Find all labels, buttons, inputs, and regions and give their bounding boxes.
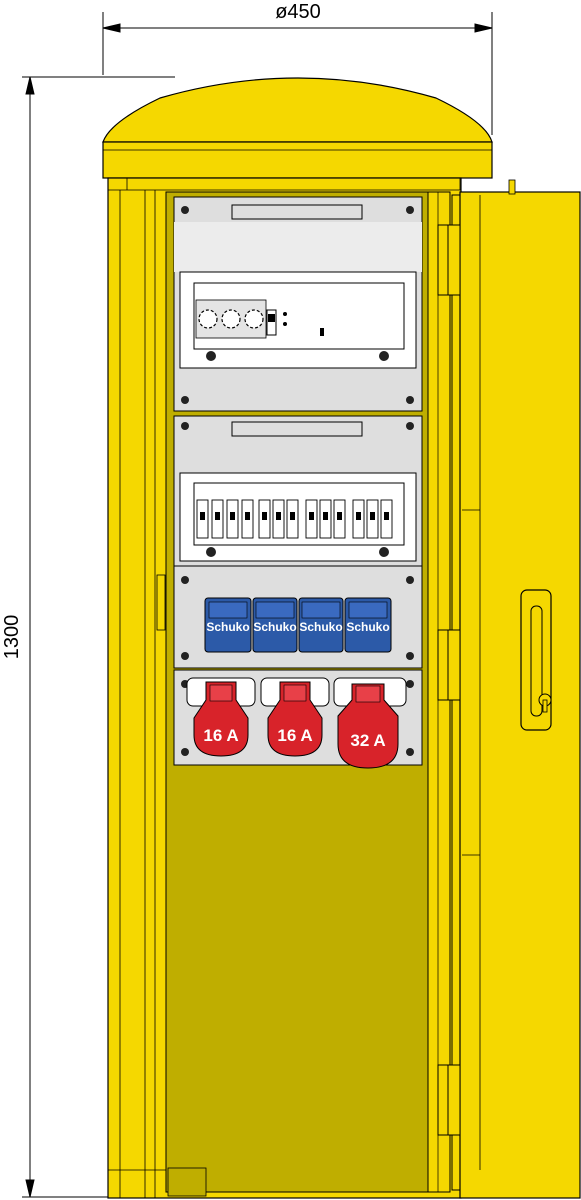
schuko-socket-label: Schuko: [253, 620, 296, 634]
schuko-socket-label: Schuko: [206, 620, 249, 634]
rotary-switch-icon: [198, 309, 264, 329]
width-dimension-label: ø450: [275, 1, 321, 23]
schuko-socket-label: Schuko: [299, 620, 342, 634]
cee-socket-label: 32 A: [350, 731, 385, 750]
schuko-socket-4[interactable]: Schuko: [344, 597, 392, 653]
left-frame-latch: [156, 574, 166, 631]
cee-socket-32a[interactable]: 32 A: [333, 677, 407, 769]
cabinet-roof: [102, 77, 493, 143]
cee-socket-label: 16 A: [203, 726, 238, 745]
schuko-socket-3[interactable]: Schuko: [298, 597, 344, 653]
hinge-icon: [437, 224, 461, 1136]
cee-socket-16a-1[interactable]: 16 A: [186, 677, 256, 757]
schuko-socket-1[interactable]: Schuko: [204, 597, 252, 653]
cee-socket-16a-2[interactable]: 16 A: [260, 677, 330, 757]
height-dimension-label: 1300: [1, 615, 23, 660]
open-door-panel[interactable]: [459, 191, 581, 1199]
cabinet-plinth: [167, 1167, 207, 1197]
cabinet-roof-rim: [102, 141, 493, 179]
schuko-socket-2[interactable]: Schuko: [252, 597, 298, 653]
height-dimension: [22, 76, 175, 1198]
cee-socket-label: 16 A: [277, 726, 312, 745]
schuko-socket-label: Schuko: [346, 620, 389, 634]
width-dimension: [102, 12, 493, 135]
lock-cylinder-icon: [538, 693, 552, 713]
